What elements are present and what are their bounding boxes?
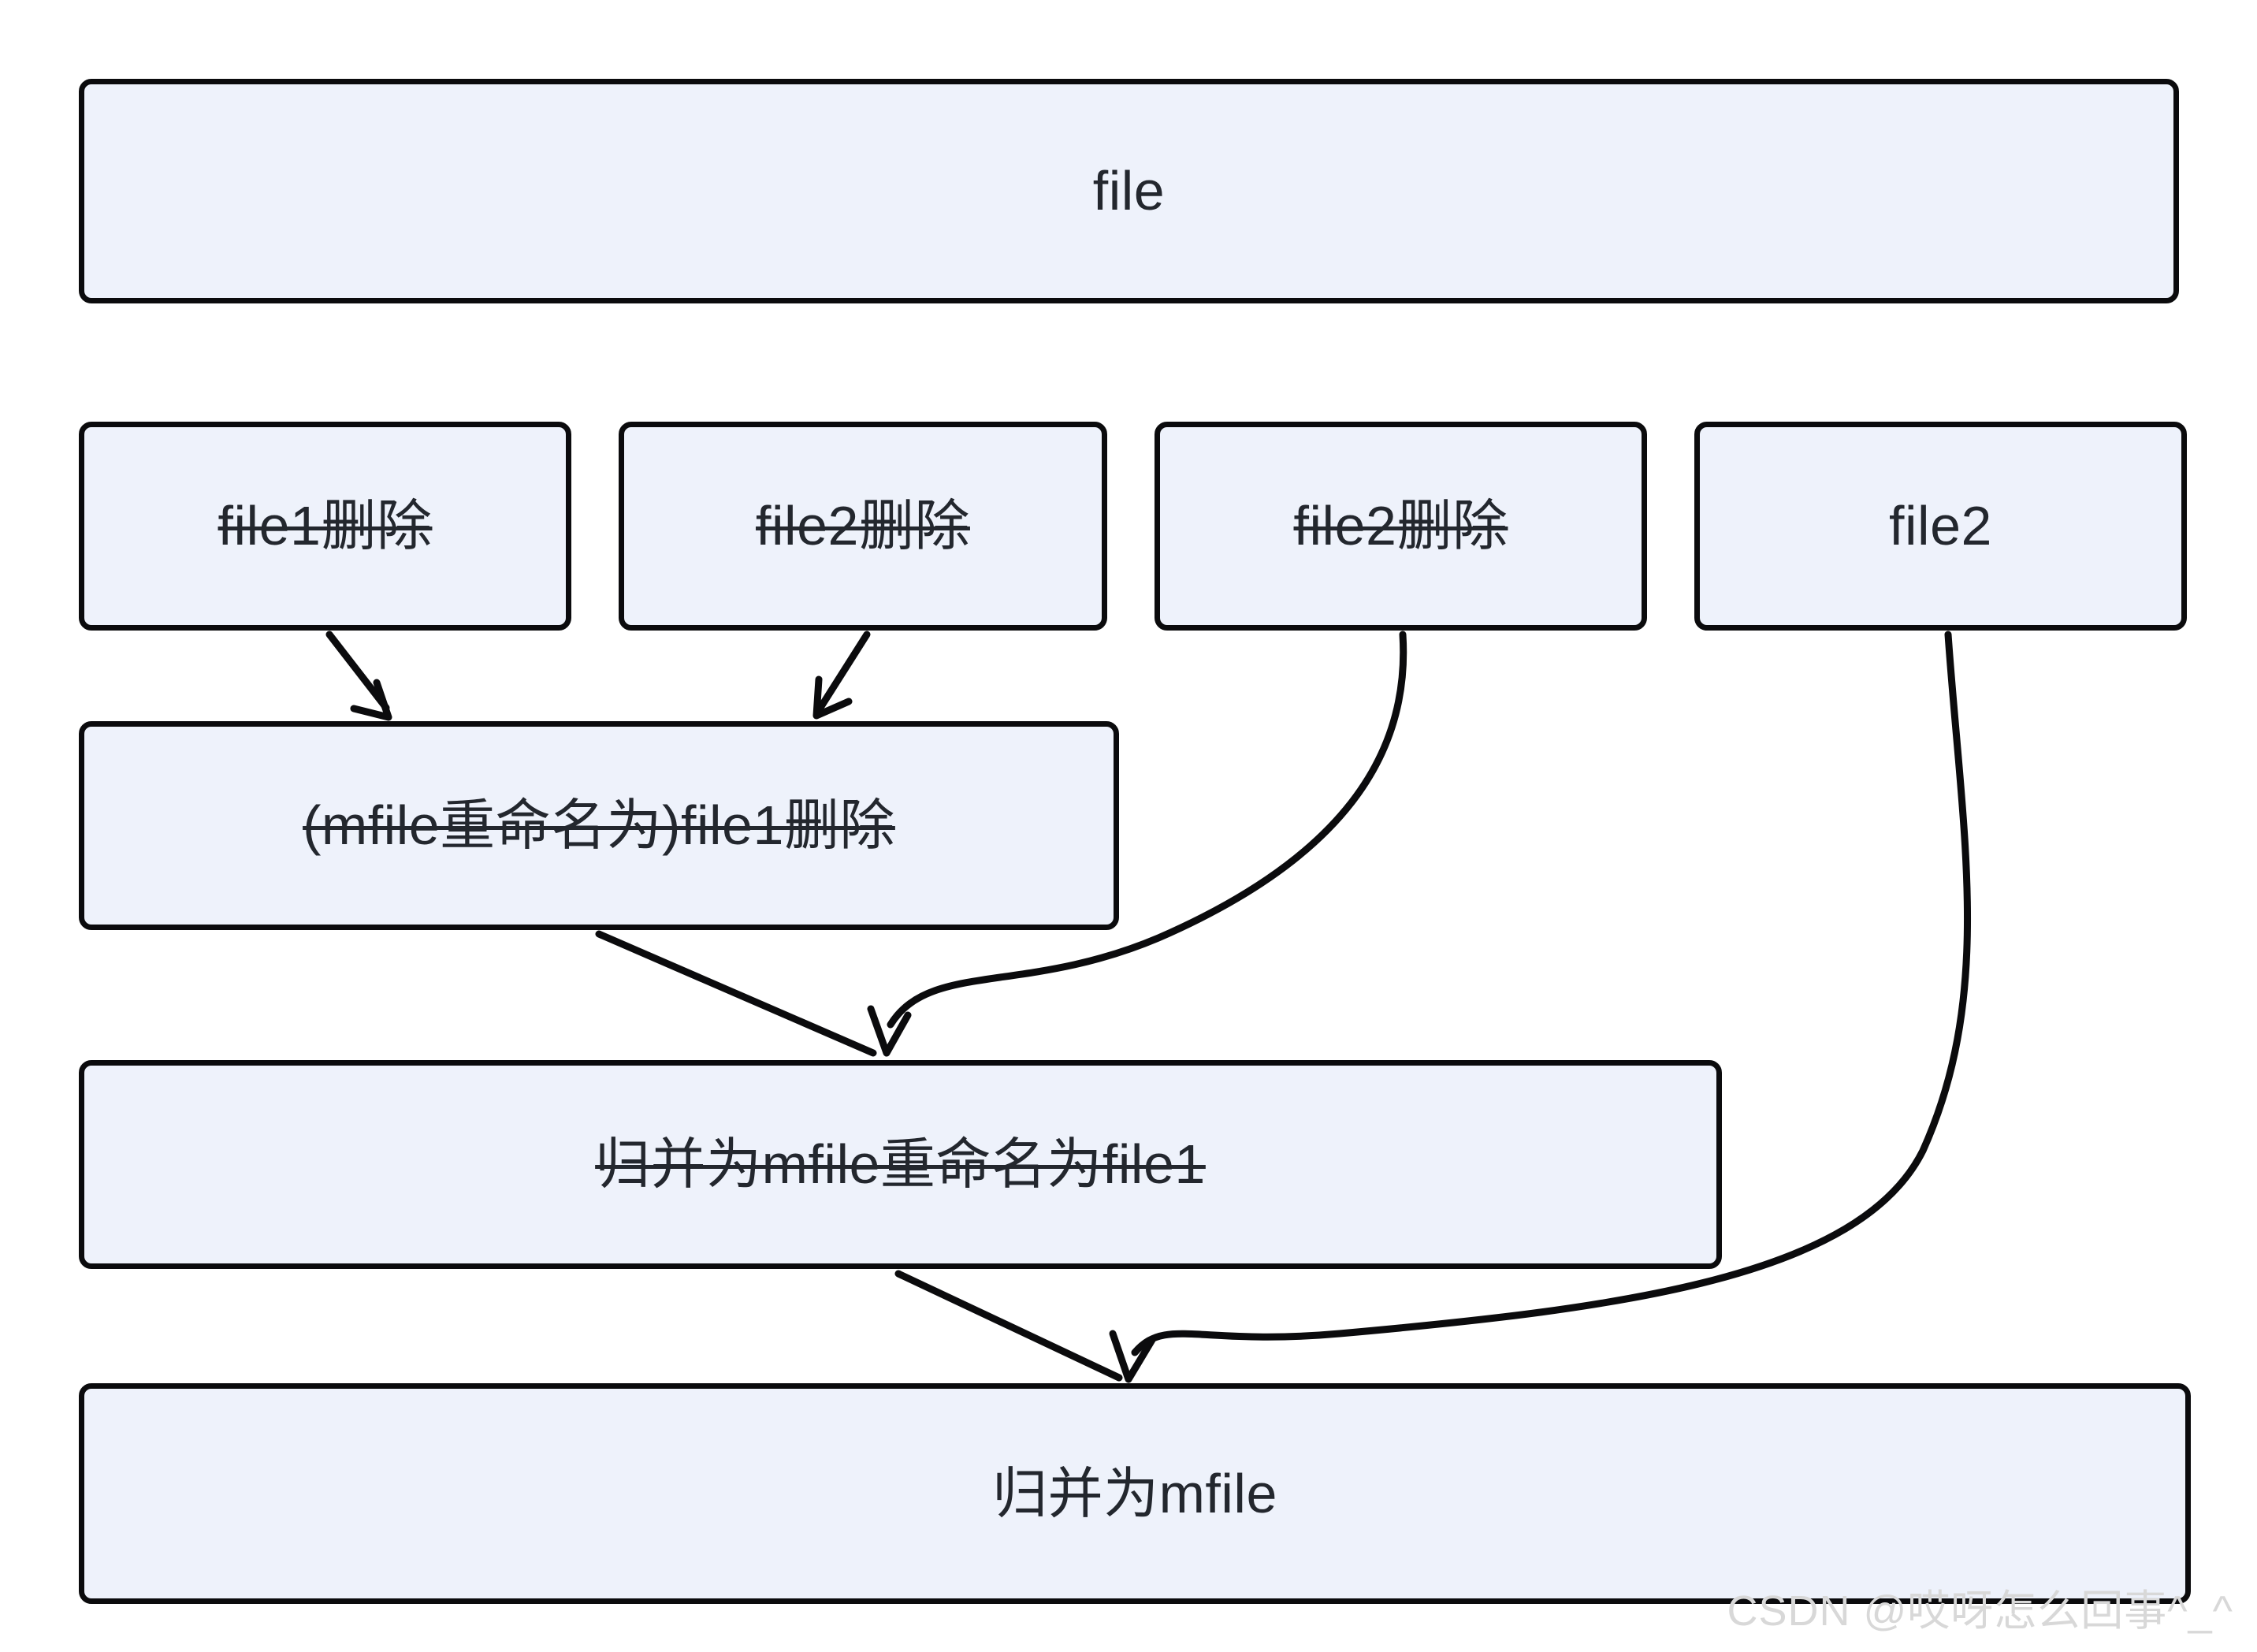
node-file2-label: file2 [1889, 495, 1992, 557]
node-file2-deleted-b[interactable]: file2删除 [1155, 422, 1647, 631]
node-file-label: file [1092, 160, 1166, 222]
edge-mfile-renamed-to-merge-rename [595, 930, 877, 1057]
node-file1-deleted[interactable]: file1删除 [79, 422, 571, 631]
node-file2-deleted-a-label: file2删除 [756, 495, 970, 557]
edge-file2-deleted-a-to-mfile-renamed [812, 631, 871, 720]
node-merge-mfile-rename-file1-label: 归并为mfile重命名为file1 [595, 1133, 1206, 1196]
node-file1-deleted-label: file1删除 [218, 495, 433, 557]
csdn-watermark: CSDN @哎呀怎么回事^_^ [1727, 1587, 2233, 1635]
node-file2-deleted-b-label: file2删除 [1293, 495, 1508, 557]
node-file2[interactable]: file2 [1694, 422, 2187, 631]
node-mfile-renamed-file1-deleted-label: (mfile重命名为)file1删除 [303, 794, 895, 857]
node-merge-mfile-label: 归并为mfile [992, 1462, 1277, 1524]
node-merge-mfile[interactable]: 归并为mfile [79, 1383, 2191, 1604]
node-merge-mfile-rename-file1[interactable]: 归并为mfile重命名为file1 [79, 1060, 1722, 1269]
node-mfile-renamed-file1-deleted[interactable]: (mfile重命名为)file1删除 [79, 721, 1119, 930]
node-file2-deleted-a[interactable]: file2删除 [619, 422, 1107, 631]
edge-file1-deleted-to-mfile-renamed [325, 631, 392, 721]
edge-merge-rename-to-merge-mfile [894, 1270, 1123, 1382]
node-file[interactable]: file [79, 79, 2179, 303]
